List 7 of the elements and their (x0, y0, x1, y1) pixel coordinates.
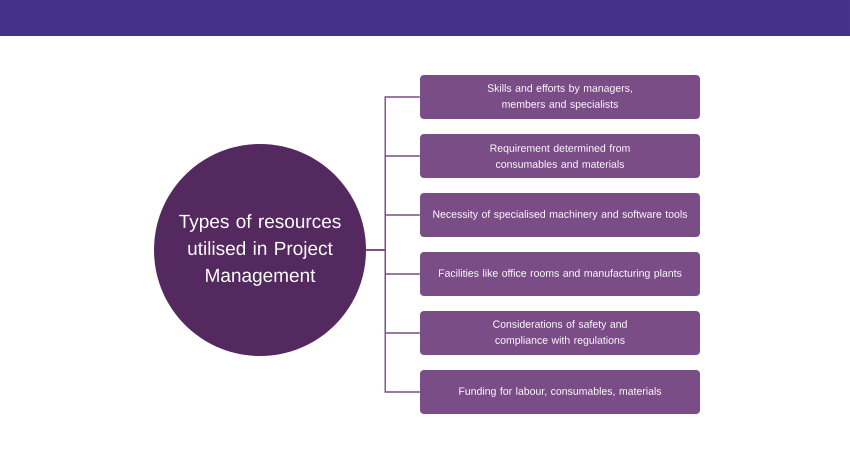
connector-line (366, 249, 420, 393)
resource-box: Skills and efforts by managers, members and specialists (420, 75, 700, 119)
resource-box: Considerations of safety and compliance with regulations (420, 311, 700, 355)
resource-box: Necessity of specialised machinery and software tools (420, 193, 700, 237)
resource-box: Facilities like office rooms and manufacturing plants (420, 252, 700, 296)
resource-box: Requirement determined from consumables and materials (420, 134, 700, 178)
resource-box: Funding for labour, consumables, materials (420, 370, 700, 414)
